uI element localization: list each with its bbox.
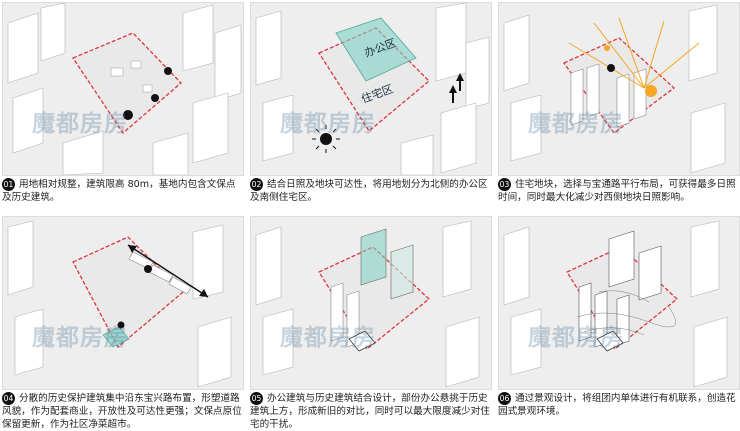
- step-number: 05: [250, 392, 263, 405]
- access-arrows: [449, 73, 464, 103]
- heritage-marker: [151, 94, 159, 102]
- sun-icon: [320, 133, 332, 145]
- panel-02-image: 办公区 住宅区: [250, 2, 492, 176]
- caption-text: 住宅地块，选择与宝通路平行布局，可获得最多日照时间，同时最大化减少对西侧地块日照…: [498, 179, 736, 203]
- step-number: 03: [498, 178, 511, 191]
- site-axonometric-03: [499, 3, 739, 175]
- caption-text: 结合日照及地块可达性，将用地划分为北侧的办公区及南侧住宅区。: [250, 179, 488, 203]
- sun-icon: [604, 45, 610, 51]
- street-frontage-arrow: [127, 244, 209, 298]
- site-boundary: [318, 246, 430, 350]
- step-number: 04: [2, 392, 15, 405]
- office-cantilever: [360, 228, 414, 300]
- step-number: 06: [498, 392, 511, 405]
- panel-03-image: [498, 2, 740, 176]
- site-axonometric-06: [499, 217, 739, 389]
- site-boundary: [72, 32, 182, 134]
- office-zone: [335, 17, 417, 82]
- heritage-marker: [164, 67, 172, 75]
- residential-towers: [330, 282, 360, 348]
- sun-rays: [568, 17, 700, 89]
- site-axonometric-05: [251, 217, 491, 389]
- caption-text: 分散的历史保护建筑集中沿东宝兴路布置，形塑道路风貌，作为配套商业，开放性及可达性…: [2, 393, 242, 430]
- step-number: 01: [2, 178, 15, 191]
- site-axonometric-02: 办公区 住宅区: [251, 3, 491, 175]
- building-group: [578, 230, 662, 348]
- heritage-marker: [607, 64, 615, 72]
- caption-text: 用地相对规整，建筑限高 80m，基地内包含文保点及历史建筑。: [2, 179, 236, 203]
- residential-towers: [570, 63, 647, 128]
- heritage-marker: [123, 110, 133, 120]
- heritage-site-market: [102, 326, 130, 348]
- step-number: 02: [250, 178, 263, 191]
- panel-01-image: [2, 2, 244, 176]
- site-axonometric-01: [3, 3, 243, 175]
- panel-04-image: [2, 216, 244, 390]
- sun-icon: [645, 85, 657, 97]
- landscape-paths: [576, 290, 676, 336]
- caption-text: 通过景观设计，将组团内单体进行有机联系，创造花园式景观环境。: [498, 393, 736, 417]
- panel-06-image: [498, 216, 740, 390]
- heritage-marker: [117, 321, 125, 329]
- caption-text: 办公建筑与历史建筑结合设计，部份办公悬挑于历史建筑上方，形成新旧的对比，同时可以…: [250, 393, 490, 430]
- panel-05-image: [250, 216, 492, 390]
- site-axonometric-04: [3, 217, 243, 389]
- heritage-marker: [144, 265, 152, 273]
